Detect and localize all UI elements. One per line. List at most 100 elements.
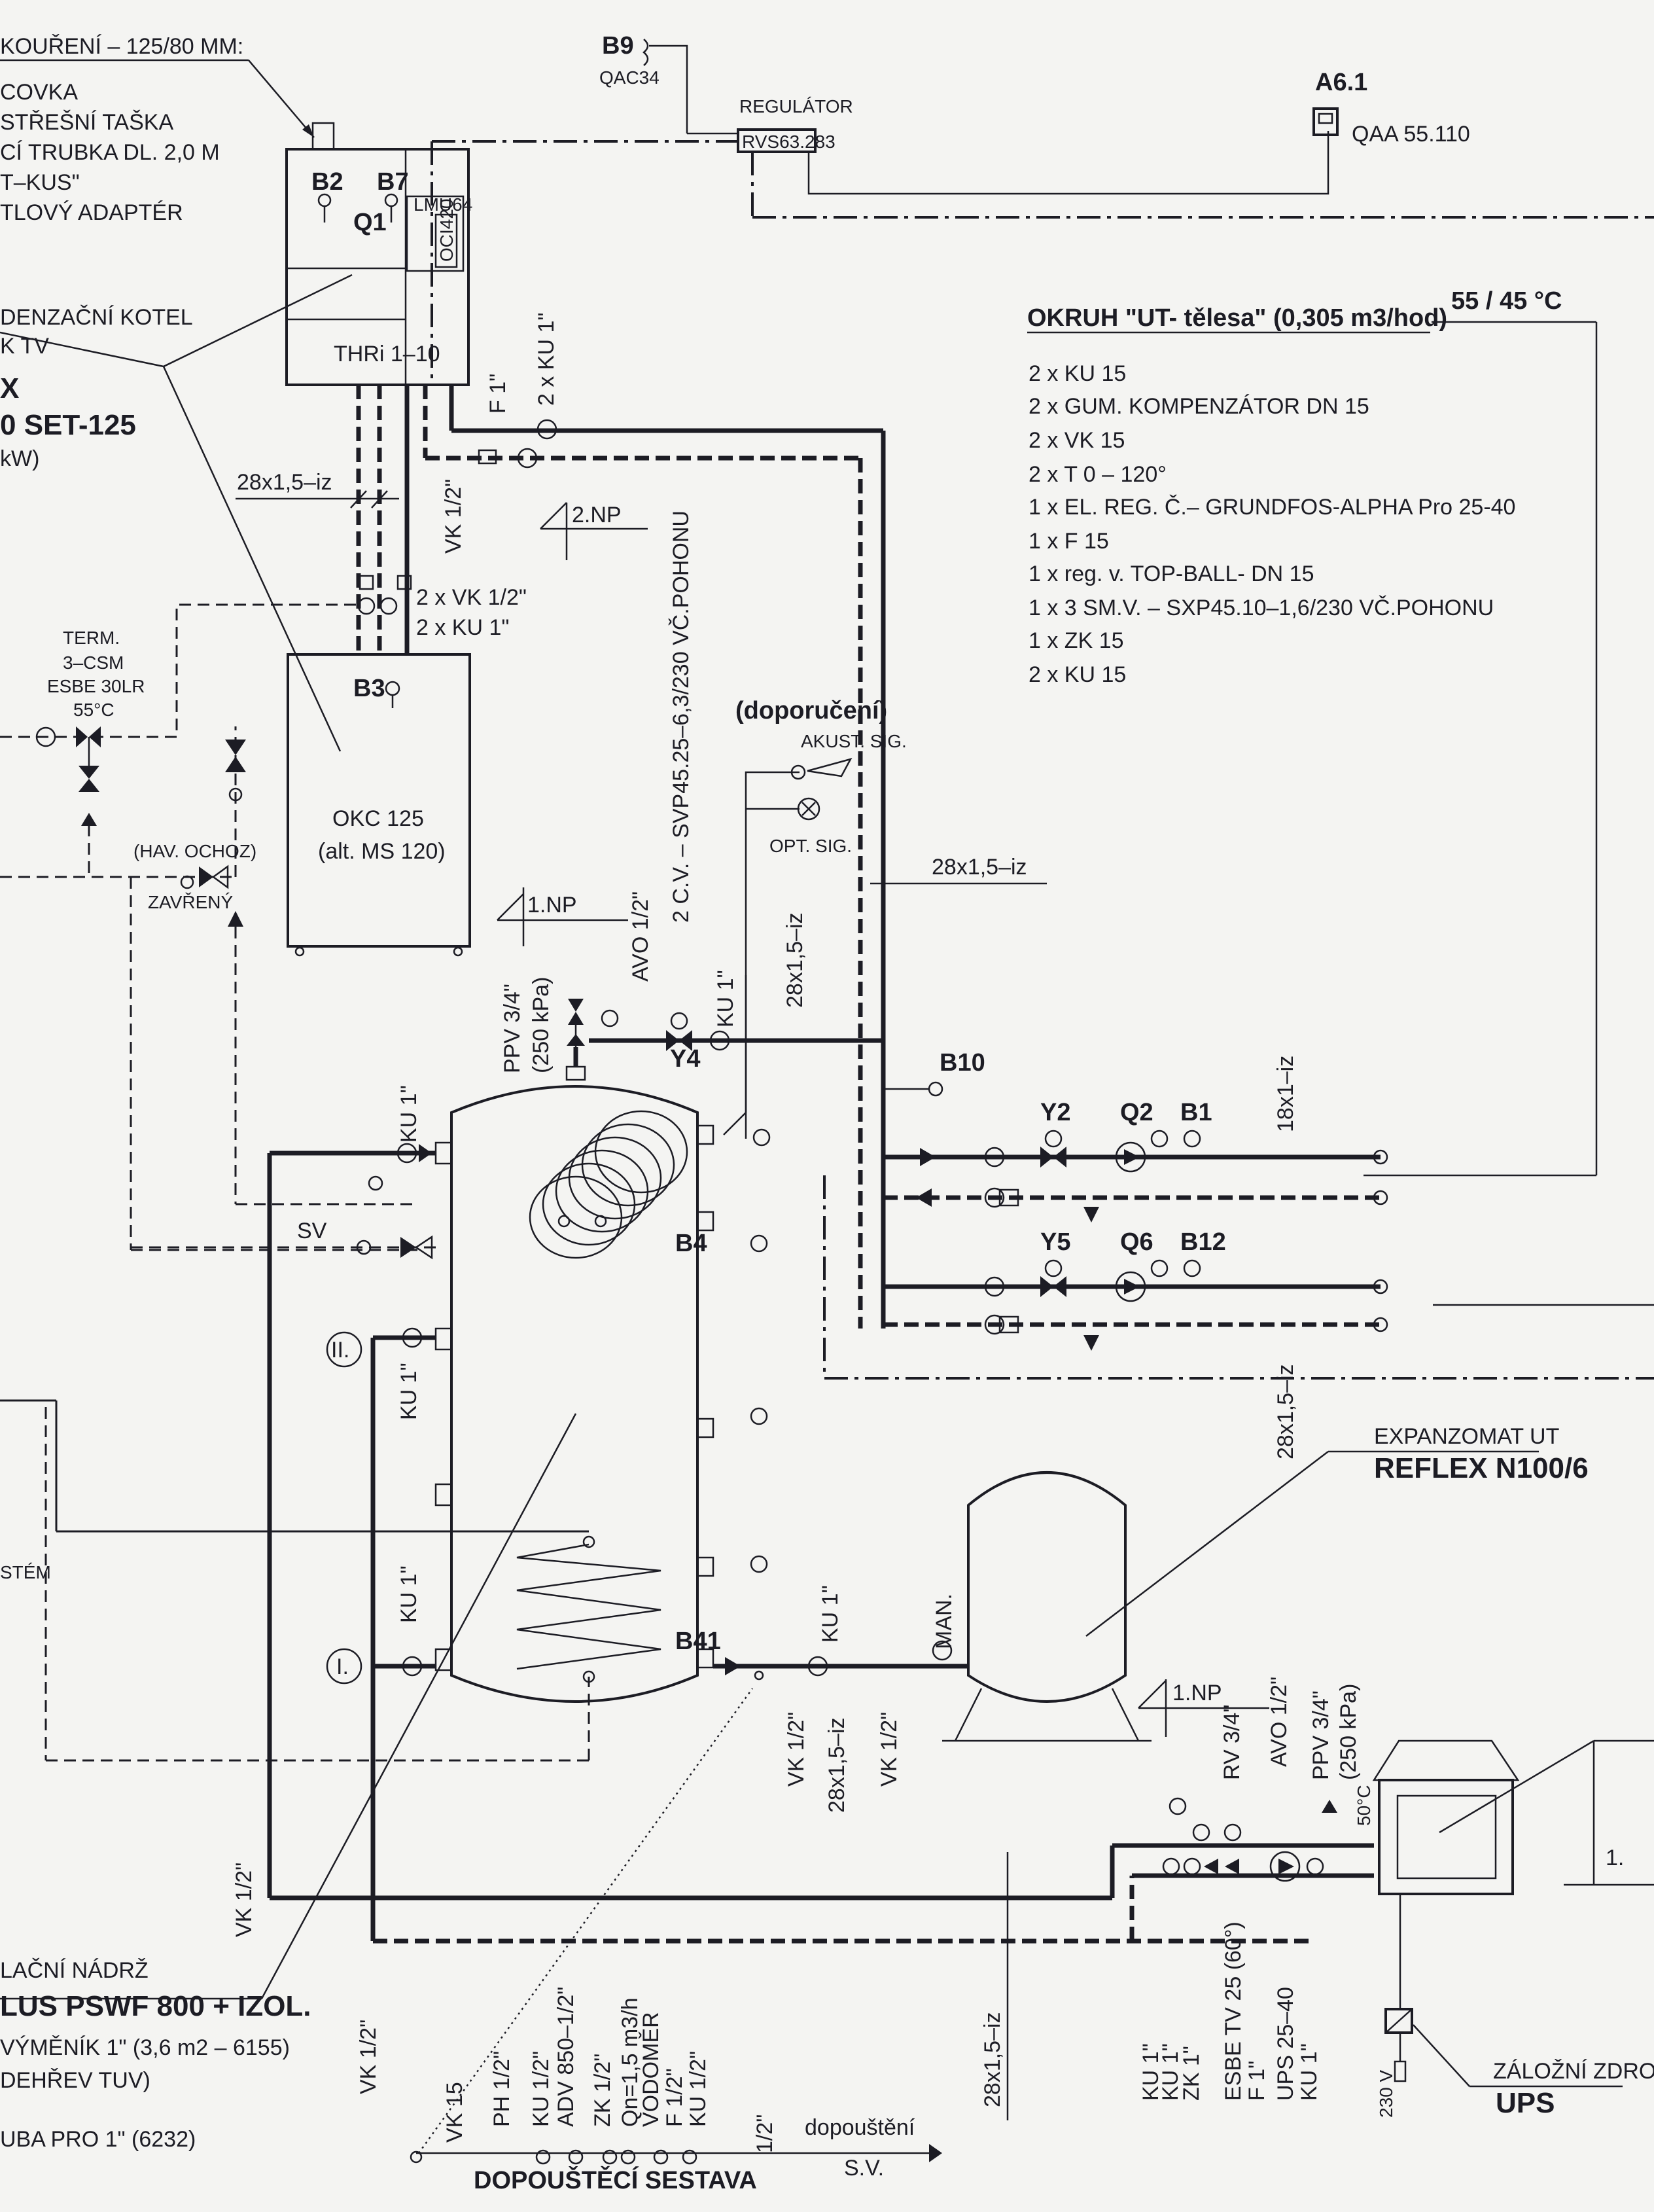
okc-water-heater: B3 OKC 125 (alt. MS 120) xyxy=(287,653,471,957)
fill-qn: Qn=1,5 m3/h xyxy=(618,1997,642,2127)
room-unit[interactable]: A6.1 QAA 55.110 xyxy=(1312,69,1470,147)
fill-half: 1/2" xyxy=(752,2114,777,2153)
okc-name: OKC 125 xyxy=(332,806,424,831)
storage-tank: B4 B41 xyxy=(434,975,771,1703)
circuit-item-3: 2 x VK 15 xyxy=(1029,428,1125,453)
pump-q6-label: Q6 xyxy=(1120,1228,1153,1256)
hp-50c: 50°C xyxy=(1354,1785,1374,1826)
hp-ku1-c: KU 1" xyxy=(1297,2043,1322,2101)
flue-title: KOUŘENÍ – 125/80 MM: xyxy=(0,34,243,59)
sensor-b1-label: B1 xyxy=(1180,1099,1212,1126)
circuit-item-4: 2 x T 0 – 120° xyxy=(1029,462,1167,487)
tank-caption-4: DEHŘEV TUV) xyxy=(0,2068,150,2093)
label-ku1-tank-low: KU 1" xyxy=(396,1565,421,1623)
fill-zk: ZK 1/2" xyxy=(590,2054,615,2127)
hp-ups: UPS 25–40 xyxy=(1273,1987,1298,2101)
label-vk12-b41b: VK 1/2" xyxy=(877,1712,902,1787)
label-vk12-bottom-left: VK 1/2" xyxy=(356,2020,381,2094)
valve-y4-label: Y4 xyxy=(670,1045,700,1073)
hp-ku1-a: KU 1" xyxy=(1138,2043,1163,2101)
sensor-b9-label: B9 xyxy=(602,32,634,60)
sensor-b10-label: B10 xyxy=(940,1049,985,1077)
floor-marker-1np-upper: 1.NP xyxy=(497,887,628,946)
recommended-label: (doporučení) xyxy=(735,697,887,724)
ppv-line-1: PPV 3/4" xyxy=(500,984,525,1073)
circuit-title: OKRUH "UT- tělesa" (0,305 m3/hod) xyxy=(1027,304,1447,332)
label-ku1-y4: KU 1" xyxy=(713,970,738,1027)
term-line-3: ESBE 30LR xyxy=(47,676,145,696)
pipe-size-b41: 28x1,5–iz xyxy=(824,1717,849,1813)
hp-ppv-1: PPV 3/4" xyxy=(1309,1690,1333,1780)
valve-y5-label: Y5 xyxy=(1040,1228,1070,1256)
boiler-model-3: kW) xyxy=(0,446,39,471)
circuit-item-9: 1 x ZK 15 xyxy=(1029,628,1124,653)
heat-source-group: RV 3/4" AVO 1/2" PPV 3/4" (250 kPa) 50°C… xyxy=(1129,1677,1654,2119)
fill-ku12-b: KU 1/2" xyxy=(686,2051,711,2127)
manometer-label: MAN. xyxy=(932,1594,957,1649)
fill-ph: PH 1/2" xyxy=(489,2051,514,2127)
term-line-4: 55°C xyxy=(73,700,114,720)
flue-block: KOUŘENÍ – 125/80 MM: COVKA STŘEŠNÍ TAŠKA… xyxy=(0,34,315,225)
system-label: STÉM xyxy=(0,1562,51,1582)
circuit-item-8: 1 x 3 SM.V. – SXP45.10–1,6/230 VČ.POHONU xyxy=(1029,596,1494,620)
hp-rv: RV 3/4" xyxy=(1220,1705,1244,1780)
flue-line-4: T–KUS" xyxy=(0,170,80,195)
fill-adv: ADV 850–1/2" xyxy=(554,1987,578,2127)
hav-line-1: (HAV. OCHOZ) xyxy=(133,841,256,861)
circuit-item-5: 1 x EL. REG. Č.– GRUNDFOS-ALPHA Pro 25-4… xyxy=(1029,495,1515,520)
hp-avo: AVO 1/2" xyxy=(1267,1677,1292,1767)
fill-dopousteni: dopouštění xyxy=(805,2115,915,2140)
sensor-b12-label: B12 xyxy=(1180,1228,1226,1256)
floor-2np-label: 2.NP xyxy=(572,503,622,527)
tank-caption-5: UBA PRO 1" (6232) xyxy=(0,2127,196,2152)
label-f1-top: F 1" xyxy=(485,374,510,414)
room-unit-label: A6.1 xyxy=(1315,69,1367,96)
circuit-item-6: 1 x F 15 xyxy=(1029,529,1109,554)
label-vk12-left: VK 1/2" xyxy=(232,1863,256,1937)
boiler-model-1: X xyxy=(0,372,19,404)
label-ku1-b41: KU 1" xyxy=(818,1585,843,1643)
circuit-temp: 55 / 45 °C xyxy=(1451,287,1562,315)
label-ku1-tank-top: KU 1" xyxy=(396,1085,421,1143)
floor-marker-2np: 2.NP xyxy=(540,502,648,560)
expansion-title: EXPANZOMAT UT xyxy=(1374,1424,1559,1449)
flue-line-1: COVKA xyxy=(0,80,78,105)
pipe-size-main: 28x1,5–iz xyxy=(932,855,1027,880)
label-avo: AVO 1/2" xyxy=(628,891,653,982)
expansion-vessel: EXPANZOMAT UT REFLEX N100/6 MAN. xyxy=(932,1424,1589,1742)
ups-label: ZÁLOŽNÍ ZDROJ xyxy=(1493,2059,1654,2084)
hp-ppv-2: (250 kPa) xyxy=(1336,1684,1361,1780)
fill-meter: VODOMĚR xyxy=(639,2012,663,2127)
sensor-b2-label: B2 xyxy=(311,168,343,196)
hp-esbe: ESBE TV 25 (60°) xyxy=(1221,1921,1246,2101)
label-ku1-tank-mid: KU 1" xyxy=(396,1363,421,1420)
ppv-line-2: (250 kPa) xyxy=(529,977,554,1073)
pump-group-1: Y2 Q2 B1 xyxy=(883,1099,1388,1222)
hp-zk: ZK 1" xyxy=(1179,2046,1204,2101)
controller-lmu: LMU64 xyxy=(414,194,472,215)
boiler: B2 B7 Q1 LMU64 OCI420 THRi 1–10 DENZAČNÍ… xyxy=(0,122,472,752)
sensor-b3-label: B3 xyxy=(353,675,385,702)
fill-ku12-a: KU 1/2" xyxy=(529,2051,554,2127)
sensor-b9-type: QAC34 xyxy=(599,67,660,88)
optic-label: OPT. SIG. xyxy=(769,836,852,856)
tank-caption-3: VÝMĚNÍK 1" (3,6 m2 – 6155) xyxy=(0,2035,290,2060)
label-2xku1: 2 x KU 1" xyxy=(416,615,509,640)
pipe-size-y4: 28x1,5–iz xyxy=(783,912,807,1008)
flue-line-2: STŘEŠNÍ TAŠKA xyxy=(0,110,173,135)
regulator: REGULÁTOR RVS63.283 xyxy=(431,96,1654,386)
label-2xku1-top: 2 x KU 1" xyxy=(534,313,559,406)
pipe-size-boiler: 28x1,5–iz xyxy=(237,470,332,495)
valve-y4-description: 2 C.V. – SVP45.25–6,3/230 VČ.POHONU xyxy=(669,510,694,923)
controller-oci: OCI420 xyxy=(436,199,457,262)
fill-set-title: DOPOUŠTĚCÍ SESTAVA xyxy=(474,2165,757,2194)
term-line-2: 3–CSM xyxy=(63,652,124,673)
floor-1np-upper-label: 1.NP xyxy=(527,893,577,918)
floor-marker-1np-lower: 1.NP xyxy=(1138,1679,1269,1737)
hav-line-2: ZAVŘENÝ xyxy=(148,892,233,912)
boiler-name: THRi 1–10 xyxy=(334,342,440,366)
boiler-caption-1: DENZAČNÍ KOTEL xyxy=(0,305,193,330)
circuit-spec: OKRUH "UT- tělesa" (0,305 m3/hod) 55 / 4… xyxy=(1027,287,1598,1177)
pipe-size-18: 18x1–iz xyxy=(1273,1056,1298,1132)
